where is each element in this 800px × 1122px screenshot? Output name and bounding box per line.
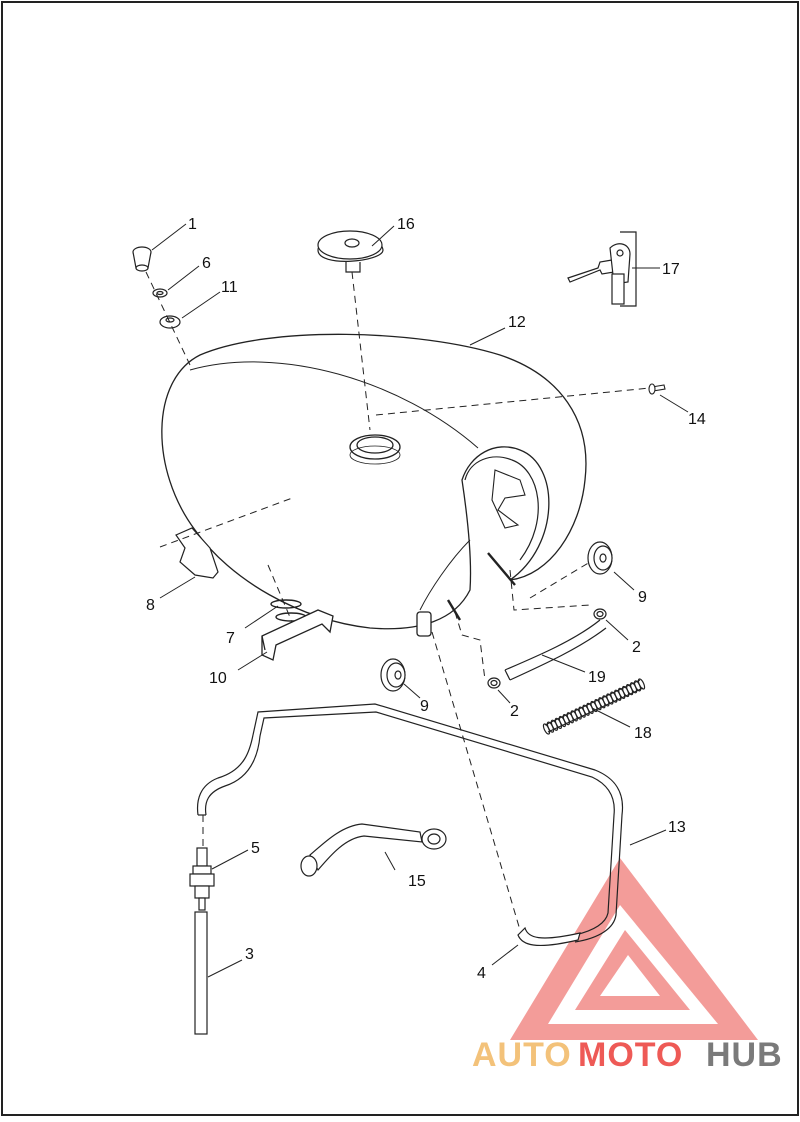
bolt-part-1 [132,246,152,272]
assembly-lines [145,271,651,931]
bracket-part-10 [261,609,334,661]
callout-13: 13 [668,819,686,836]
valve-part-5 [189,847,215,911]
fuel-cap-part-16 [317,230,384,273]
callout-6: 6 [202,255,211,272]
callout-12: 12 [508,314,526,331]
callout-3: 3 [245,946,254,963]
callout-9-left: 9 [420,698,429,715]
watermark-logo [510,858,758,1040]
watermark-word-2: MOTO [578,1036,683,1074]
elbow-hose-part-4 [517,926,581,946]
callout-15: 15 [408,873,426,890]
callout-19: 19 [588,669,606,686]
callout-16: 16 [397,216,415,233]
spring-coil [637,678,646,690]
callout-8: 8 [146,597,155,614]
tube-part-3 [194,911,208,1035]
callout-17: 17 [662,261,680,278]
callout-9-right: 9 [638,589,647,606]
fuel-line-part-13 [196,703,624,943]
leader-lines [151,223,689,978]
spring-part-18 [542,678,646,735]
callout-1: 1 [188,216,197,233]
callout-10: 10 [209,670,227,687]
hose-part-19 [504,619,607,681]
callout-5: 5 [251,840,260,857]
watermark-text: AUTO MOTO HUB [472,1036,783,1074]
callout-14: 14 [688,411,706,428]
callout-4: 4 [477,965,486,982]
formed-hose-part-15 [300,823,447,877]
callout-labels: 1 6 11 16 17 12 14 9 2 2 19 9 18 8 7 10 … [146,216,706,982]
screw-part-14 [648,383,666,395]
watermark-word-3: HUB [706,1036,783,1074]
grommet-part-11 [159,315,181,329]
callout-11: 11 [221,279,238,296]
plate-part-8 [175,527,219,579]
keys-part-17 [567,231,637,307]
washer-part-6 [152,288,168,298]
bumper-part-9-left [380,658,406,692]
bumper-part-9-right [587,541,613,575]
watermark-word-1: AUTO [472,1036,572,1074]
callout-18: 18 [634,725,652,742]
fuel-tank [161,333,587,637]
clamp-part-2-upper [593,608,607,620]
clamp-part-2-lower [487,677,501,689]
callout-2-upper: 2 [632,639,641,656]
callout-2-lower: 2 [510,703,519,720]
callout-7: 7 [226,630,235,647]
